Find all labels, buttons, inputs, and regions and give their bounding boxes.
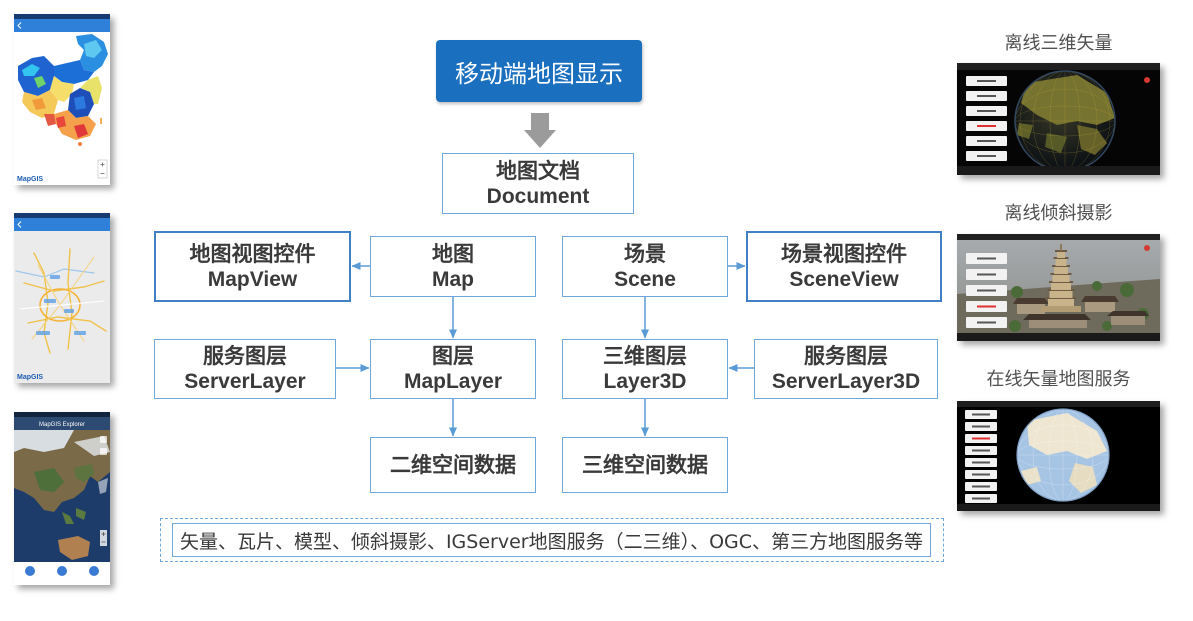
back-arrow-icon: [17, 22, 22, 29]
app-title: MapGIS Explorer: [39, 422, 85, 428]
node-mapview-en: MapView: [207, 267, 298, 291]
status-bar: [957, 504, 1160, 511]
caption-offline-3d-vector: 离线三维矢量: [1004, 33, 1113, 54]
offline-3d-vector-image: [957, 63, 1160, 175]
app-header: [14, 218, 110, 231]
nav-tools-icon: [57, 566, 67, 576]
node-sceneview-en: SceneView: [789, 267, 899, 291]
node-data3d: 三维空间数据: [562, 437, 728, 493]
active-tool-marker: [972, 437, 990, 440]
phone-screenshot-road-map: MapGIS: [14, 213, 110, 383]
node-layer3d: 三维图层 Layer3D: [562, 339, 728, 399]
node-document-en: Document: [486, 184, 590, 208]
window-titlebar: [957, 234, 1160, 240]
tool-panel: [966, 253, 1007, 328]
nav-layers-icon: [25, 566, 35, 576]
thematic-map-image: MapGIS: [14, 14, 110, 185]
globe: [1015, 71, 1115, 171]
node-serverlayer3d-en: ServerLayer3D: [771, 370, 921, 393]
map-label-markers: [36, 275, 86, 335]
app-header: [14, 417, 110, 430]
mapgis-logo: MapGIS: [17, 374, 43, 381]
pagoda: [1041, 244, 1081, 312]
node-maplayer-cn: 图层: [432, 344, 474, 368]
node-serverlayer3d: 服务图层 ServerLayer3D: [754, 339, 938, 399]
road-network: [15, 248, 107, 354]
node-data2d: 二维空间数据: [370, 437, 536, 493]
node-document-cn: 地图文档: [496, 158, 580, 183]
node-serverlayer: 服务图层 ServerLayer: [154, 339, 336, 399]
node-maplayer-en: MapLayer: [403, 370, 503, 393]
node-maplayer: 图层 MapLayer: [370, 339, 536, 399]
status-bar: [14, 14, 110, 19]
compass-icon: [1144, 245, 1150, 251]
bottom-navigation: [14, 562, 110, 585]
screenshot-offline-3d-vector: [957, 63, 1160, 175]
zoom-control: [97, 159, 108, 179]
screenshot-online-vector-map-service: [957, 401, 1160, 511]
phone-screenshot-explorer: MapGIS Explorer: [14, 412, 110, 585]
window-titlebar: [957, 63, 1160, 70]
road-map-image: MapGIS: [14, 213, 110, 383]
phone-screenshot-thematic-map: MapGIS: [14, 14, 110, 185]
mapgis-logo: MapGIS: [17, 176, 43, 183]
app-header: [14, 19, 110, 32]
node-layer3d-en: Layer3D: [603, 370, 687, 393]
node-mapview-cn: 地图视图控件: [189, 241, 316, 266]
node-data2d-cn: 二维空间数据: [390, 453, 516, 477]
active-tool-marker: [977, 125, 996, 127]
temple-buildings: [1013, 296, 1149, 328]
globe: [1017, 409, 1109, 501]
node-serverlayer-en: ServerLayer: [184, 370, 306, 393]
data-sources-box: 矢量、瓦片、模型、倾斜摄影、IGServer地图服务（二三维）、OGC、第三方地…: [172, 523, 931, 557]
zoom-control: [100, 530, 107, 546]
node-map: 地图 Map: [370, 236, 536, 297]
diagram-title: 移动端地图显示: [436, 40, 642, 102]
node-document: 地图文档 Document: [442, 153, 634, 214]
node-sceneview-cn: 场景视图控件: [781, 241, 907, 266]
data-sources-dashed-frame: [160, 518, 944, 562]
down-block-arrow-icon: [524, 113, 556, 148]
online-vector-map-image: [957, 401, 1160, 511]
status-bar: [957, 166, 1160, 175]
node-scene-cn: 场景: [624, 241, 666, 266]
node-map-en: Map: [432, 267, 474, 291]
node-map-cn: 地图: [432, 241, 474, 266]
data-sources-text: 矢量、瓦片、模型、倾斜摄影、IGServer地图服务（二三维）、OGC、第三方地…: [179, 530, 924, 553]
node-data3d-cn: 三维空间数据: [582, 453, 708, 477]
zoom-in-icon: [101, 532, 106, 536]
globe-atmosphere: [1016, 408, 1110, 502]
status-bar: [14, 412, 110, 417]
nav-more-icon: [89, 566, 99, 576]
screenshot-offline-oblique-photography: [957, 234, 1160, 341]
node-mapview: 地图视图控件 MapView: [154, 231, 351, 302]
caption-offline-oblique-photography: 离线倾斜摄影: [1004, 203, 1113, 224]
explorer-globe-image: MapGIS Explorer: [14, 412, 110, 585]
back-arrow-icon: [17, 221, 22, 228]
map-tool-buttons: [100, 436, 107, 455]
oblique-photography-image: [957, 234, 1160, 341]
node-sceneview: 场景视图控件 SceneView: [746, 231, 942, 302]
status-bar: [957, 333, 1160, 341]
window-titlebar: [957, 401, 1160, 407]
node-scene: 场景 Scene: [562, 236, 728, 297]
caption-online-vector-map-service: 在线矢量地图服务: [986, 369, 1131, 390]
node-layer3d-cn: 三维图层: [603, 344, 687, 368]
active-tool-marker: [977, 305, 996, 308]
tool-panel: [966, 76, 1007, 161]
china-choropleth-map: [18, 34, 108, 146]
node-serverlayer-cn: 服务图层: [203, 344, 287, 368]
compass-icon: [1144, 77, 1150, 83]
satellite-imagery: [14, 430, 110, 560]
node-serverlayer3d-cn: 服务图层: [804, 344, 888, 368]
node-scene-en: Scene: [614, 267, 676, 291]
zoom-in-icon: [100, 162, 105, 167]
status-bar: [14, 213, 110, 218]
tool-panel: [965, 410, 997, 503]
